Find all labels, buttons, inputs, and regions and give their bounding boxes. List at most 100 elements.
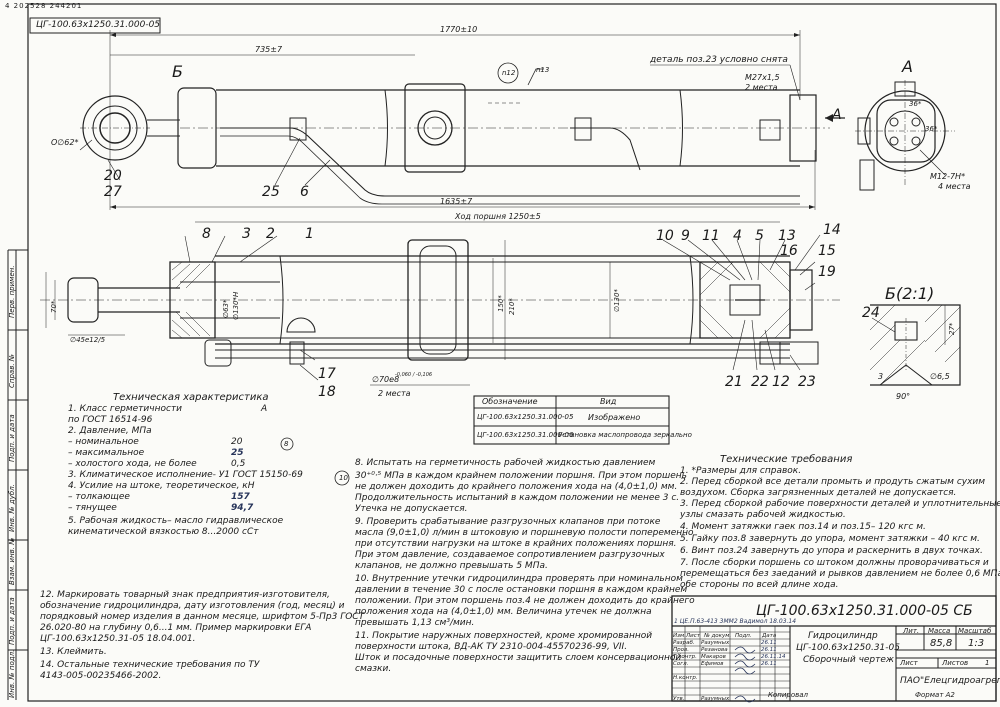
- date: 26.11: [761, 640, 777, 646]
- tech-char-value-fpull: 94,7: [231, 503, 254, 513]
- b-dim-65: ∅6,5: [930, 372, 950, 381]
- title-sheets-header: Листов: [942, 659, 969, 667]
- tech-char-value-pidle: 0,5: [231, 459, 246, 469]
- note-line: порядковый номер изделия в данном месяце…: [40, 612, 365, 622]
- pos-9: 9: [681, 228, 690, 244]
- pos-14: 14: [823, 222, 841, 238]
- circled-mark: 8: [284, 440, 289, 448]
- role: Н.контр.: [673, 675, 698, 681]
- pos-8: 8: [202, 226, 211, 242]
- variants-row-designation: ЦГ-100.63х1250.31.000-05: [477, 413, 574, 421]
- pos-1: 1: [305, 226, 314, 242]
- person: Разумных: [701, 696, 730, 702]
- date: 26.11: [761, 661, 777, 667]
- col-doc: № докум.: [704, 633, 732, 639]
- pos-11: 11: [702, 228, 720, 244]
- role: Пров.: [673, 647, 689, 653]
- title-mass: 85,8: [930, 638, 953, 649]
- note-line: Шток и посадочные поверхности защитить с…: [355, 653, 682, 663]
- section-b-title: Б(2:1): [885, 284, 935, 303]
- person: Макаров: [701, 654, 726, 660]
- tech-req-line: обе стороны по всей длине хода.: [680, 580, 839, 590]
- col-sign: Подп.: [735, 633, 752, 639]
- note-line: 10. Внутренние утечки гидроцилиндра пров…: [355, 574, 683, 584]
- circled-mark-10: 10: [339, 474, 348, 482]
- view-a-label: А: [902, 57, 913, 76]
- pos-4: 4: [733, 228, 742, 244]
- note-line: не должен доходить до крайнего положения…: [355, 482, 678, 492]
- note-line: обозначение гидроцилиндра, дату изготовл…: [40, 601, 345, 611]
- tech-req-line: 3. Перед сборкой рабочие поверхности дет…: [680, 499, 1000, 509]
- title-sheet-header: Лист: [900, 659, 918, 667]
- tech-char-line: 4. Усилие на штоке, теоретическое, кН: [68, 481, 255, 491]
- note-line: Продолжительность испытаний в каждом пол…: [355, 493, 680, 503]
- side-strip-label: Инв. № подл.: [8, 649, 16, 698]
- part-note: деталь поз.23 условно снята: [650, 55, 788, 65]
- stamp-top-box: [29, 17, 161, 34]
- note-line: давлении в течение 30 с после остановки …: [355, 585, 688, 595]
- tech-char-value-pnom: 20: [231, 437, 243, 447]
- tech-char-line: 1. Класс герметичности: [68, 404, 183, 414]
- note-line: 12. Маркировать товарный знак предприяти…: [40, 590, 330, 600]
- side-strip-label: Справ. №: [8, 353, 16, 388]
- pos-22: 22: [751, 374, 769, 390]
- dim-thread1-note: 2 места: [745, 83, 778, 92]
- pos-15: 15: [818, 243, 836, 259]
- variants-row-view: Установка маслопровода зеркально: [558, 431, 692, 439]
- dim-left: 735±7: [255, 45, 283, 54]
- note-line: При этом давление, создаваемое сопротивл…: [355, 550, 665, 560]
- person: Резанова: [701, 647, 728, 653]
- side-strip-label: Инв. № дубл.: [8, 484, 16, 532]
- dim-rod2: ∅70е8: [372, 375, 400, 384]
- note-line: 9. Проверить срабатывание разгрузочных к…: [355, 517, 661, 527]
- pos-21: 21: [725, 374, 743, 390]
- side-strip-label: Перв. примен.: [8, 265, 16, 318]
- tech-req-line: 2. Перед сборкой все детали промыть и пр…: [680, 477, 986, 487]
- side-strip-label: Взам. инв. №: [8, 537, 16, 585]
- note-line: 30⁺⁰·⁵ МПа в каждом крайнем положении по…: [355, 471, 687, 481]
- dim-small1: ∅63*: [222, 299, 230, 318]
- tech-char-value-class: А: [261, 404, 268, 414]
- pos-24: 24: [862, 305, 880, 321]
- title-name-1: Гидроцилиндр: [808, 631, 878, 641]
- tech-req-line: воздухом. Сборка загрязненных деталей не…: [680, 488, 957, 498]
- dim-rod2-sub: -0,060 / -0,106: [395, 372, 433, 378]
- note-line: 13. Клеймить.: [40, 647, 107, 657]
- dim-thread2: М12-7Н*: [930, 172, 966, 181]
- title-sheets: 1: [985, 659, 990, 667]
- tech-char-line: – максимальное: [68, 448, 145, 458]
- tech-char-line: – холостого хода, не более: [68, 459, 197, 469]
- tech-char-line: – номинальное: [68, 437, 139, 447]
- dim-eye: О∅62*: [51, 138, 79, 147]
- title-format: Формат А2: [915, 691, 955, 699]
- pos-12: 12: [772, 374, 790, 390]
- dim-overall: 1770±10: [440, 25, 478, 34]
- title-scale: 1:3: [968, 638, 985, 649]
- note-line: 11. Покрытие наружных поверхностей, кром…: [355, 631, 653, 641]
- tech-char-line: – тянущее: [68, 503, 117, 513]
- dim-rod: ∅45е12/5: [70, 336, 106, 344]
- dim-small2: ∅130*Н: [232, 291, 240, 320]
- dim-thread2-note: 4 места: [938, 182, 971, 191]
- dim-stroke-total: 1635±7: [440, 197, 473, 206]
- role: Согл.: [673, 661, 689, 667]
- pos-13: 13: [778, 228, 796, 244]
- variants-header-designation: Обозначение: [482, 397, 538, 406]
- pos-3: 3: [242, 226, 251, 242]
- date: 26.11: [761, 647, 777, 653]
- title-scale-header: Масштаб: [958, 627, 992, 635]
- dim-thread1: М27х1,5: [745, 73, 780, 82]
- tech-char-line: 2. Давление, МПа: [68, 426, 152, 436]
- roughness-1: n12: [502, 69, 516, 77]
- view-a-arrow-label: А: [832, 107, 842, 123]
- person: Разумных: [701, 640, 730, 646]
- side-strip-label: Подп. и дата: [8, 597, 16, 645]
- pos-5: 5: [755, 228, 764, 244]
- note-line: ЦГ-100.63х1250.31-05 18.04.001.: [40, 634, 196, 644]
- pos-20: 20: [104, 168, 122, 184]
- variants-header-view: Вид: [600, 397, 617, 406]
- stamp-top-text: ЦГ-100.63х1250.31.000-05: [36, 20, 161, 30]
- col-date: Дата: [762, 633, 777, 639]
- dim-70: 70*: [50, 300, 58, 313]
